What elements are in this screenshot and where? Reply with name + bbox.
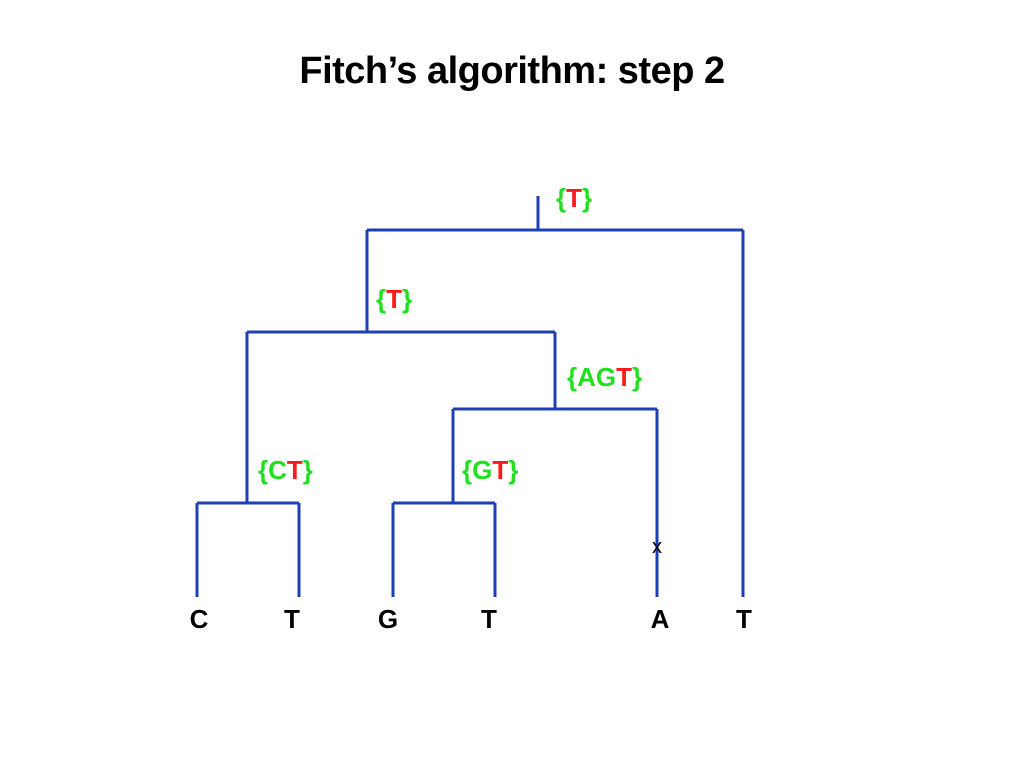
mutation-mark: x — [652, 536, 662, 558]
leaf-label-c: C — [190, 604, 209, 634]
leaf-label-t1: T — [284, 604, 300, 634]
root-set-label: {T} — [556, 183, 592, 213]
leaf-label-t2: T — [481, 604, 497, 634]
ct-node-set-label: {CT} — [258, 455, 313, 485]
gt-node-set-label: {GT} — [462, 455, 518, 485]
leaf-label-t3: T — [736, 604, 752, 634]
left-node-set-label: {T} — [376, 284, 412, 314]
slide-title: Fitch’s algorithm: step 2 — [299, 50, 725, 92]
leaf-label-g: G — [378, 604, 398, 634]
leaf-label-a: A — [651, 604, 670, 634]
gta-node-set-label: {AGT} — [567, 362, 642, 392]
